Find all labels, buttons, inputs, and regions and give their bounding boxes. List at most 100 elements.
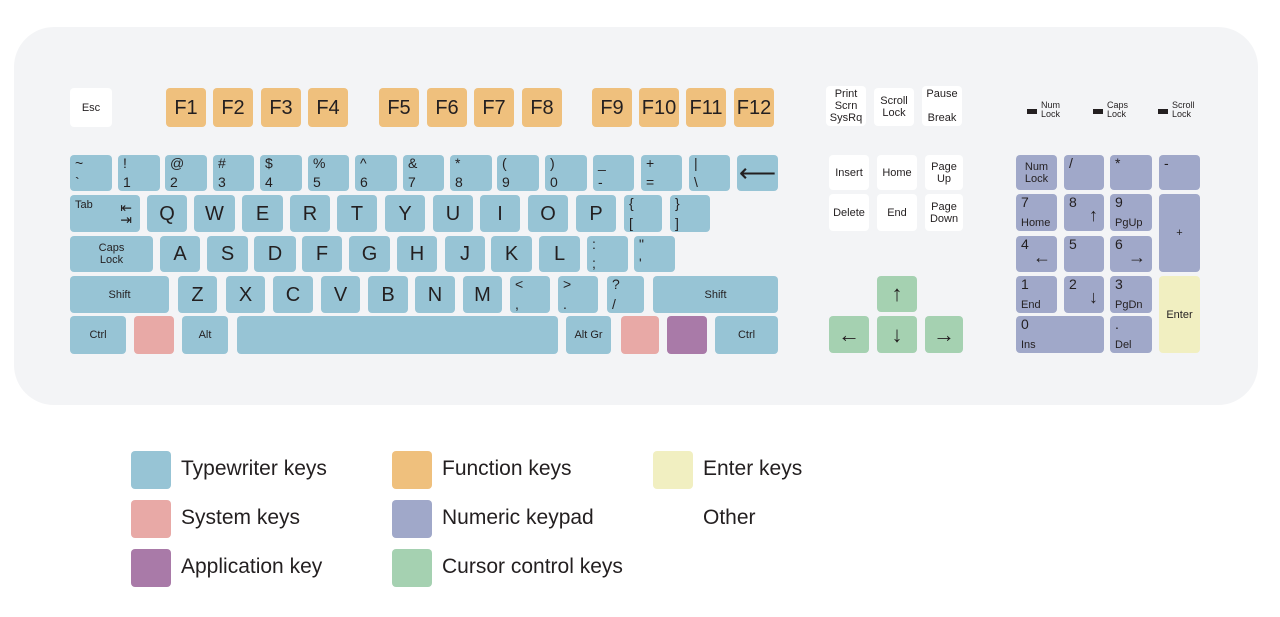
key-h[interactable]: H (397, 236, 437, 272)
key-f10[interactable]: F10 (639, 88, 679, 127)
key-v[interactable]: V (321, 276, 360, 313)
key-space[interactable] (237, 316, 558, 354)
key-up[interactable]: ↑ (877, 276, 917, 312)
key-r[interactable]: R (290, 195, 330, 232)
key-o[interactable]: O (528, 195, 568, 232)
key-lshift[interactable]: Shift (70, 276, 169, 313)
key-f7[interactable]: F7 (474, 88, 514, 127)
key-1[interactable]: !1 (118, 155, 160, 191)
key-f1[interactable]: F1 (166, 88, 206, 127)
key-2[interactable]: @2 (165, 155, 207, 191)
key-f9[interactable]: F9 (592, 88, 632, 127)
key-j[interactable]: J (445, 236, 485, 272)
key-right[interactable]: → (925, 316, 963, 353)
key-rctrl[interactable]: Ctrl (715, 316, 778, 354)
key-f6[interactable]: F6 (427, 88, 467, 127)
key-tab[interactable]: Tab⇤ ⇥ (70, 195, 140, 232)
key-rwin[interactable] (621, 316, 659, 354)
key-f11[interactable]: F11 (686, 88, 726, 127)
key-n5[interactable]: 5 (1064, 236, 1104, 272)
key-nsub[interactable]: - (1159, 155, 1200, 190)
key-f3[interactable]: F3 (261, 88, 301, 127)
key-b[interactable]: B (368, 276, 408, 313)
key-altgr[interactable]: Alt Gr (566, 316, 611, 354)
key-d[interactable]: D (254, 236, 296, 272)
key-t[interactable]: T (337, 195, 377, 232)
key-g[interactable]: G (349, 236, 390, 272)
key-backspace[interactable]: ⟵ (737, 155, 778, 191)
key-pipe[interactable]: |\ (689, 155, 730, 191)
key-nmul[interactable]: * (1110, 155, 1152, 190)
key-s[interactable]: S (207, 236, 248, 272)
key-n6[interactable]: 6→ (1110, 236, 1152, 272)
key-m[interactable]: M (463, 276, 502, 313)
key-quote[interactable]: "' (634, 236, 675, 272)
key-u[interactable]: U (433, 195, 473, 232)
key-f5[interactable]: F5 (379, 88, 419, 127)
key-nadd[interactable]: + (1159, 194, 1200, 272)
key-7[interactable]: &7 (403, 155, 444, 191)
key-6[interactable]: ^6 (355, 155, 397, 191)
key-ndiv[interactable]: / (1064, 155, 1104, 190)
key-lwin[interactable] (134, 316, 174, 354)
key-n8[interactable]: 8↑ (1064, 194, 1104, 231)
key-scroll[interactable]: Scroll Lock (874, 88, 914, 126)
key-e[interactable]: E (242, 195, 283, 232)
key-pause[interactable]: Pause Break (922, 86, 962, 126)
key-esc[interactable]: Esc (70, 88, 112, 127)
key-print[interactable]: Print Scrn SysRq (826, 86, 866, 126)
key-lctrl[interactable]: Ctrl (70, 316, 126, 354)
key-insert[interactable]: Insert (829, 155, 869, 190)
key-end[interactable]: End (877, 194, 917, 231)
key-a[interactable]: A (160, 236, 200, 272)
key-nenter[interactable]: Enter (1159, 276, 1200, 353)
key-rbracket[interactable]: }] (670, 195, 710, 232)
key-5[interactable]: %5 (308, 155, 349, 191)
key-down[interactable]: ↓ (877, 316, 917, 353)
key-pgdn[interactable]: Page Down (925, 194, 963, 231)
key-f4[interactable]: F4 (308, 88, 348, 127)
key-slash[interactable]: ?/ (607, 276, 644, 313)
key-menu[interactable] (667, 316, 707, 354)
key-f8[interactable]: F8 (522, 88, 562, 127)
key-q[interactable]: Q (147, 195, 187, 232)
key-numlock[interactable]: Num Lock (1016, 155, 1057, 190)
key-left[interactable]: ← (829, 316, 869, 353)
key-tilde[interactable]: ~` (70, 155, 112, 191)
key-caps[interactable]: Caps Lock (70, 236, 153, 272)
key-p[interactable]: P (576, 195, 616, 232)
key-ndot[interactable]: .Del (1110, 316, 1152, 353)
key-x[interactable]: X (226, 276, 265, 313)
key-3[interactable]: #3 (213, 155, 254, 191)
key-f12[interactable]: F12 (734, 88, 774, 127)
key-8[interactable]: *8 (450, 155, 492, 191)
key-4[interactable]: $4 (260, 155, 302, 191)
key-lbracket[interactable]: {[ (624, 195, 662, 232)
key-f[interactable]: F (302, 236, 342, 272)
key-equals[interactable]: += (641, 155, 682, 191)
key-n[interactable]: N (415, 276, 455, 313)
key-w[interactable]: W (194, 195, 235, 232)
key-z[interactable]: Z (178, 276, 217, 313)
key-f2[interactable]: F2 (213, 88, 253, 127)
key-minus[interactable]: _- (593, 155, 634, 191)
key-n4[interactable]: 4← (1016, 236, 1057, 272)
key-k[interactable]: K (491, 236, 532, 272)
key-semicolon[interactable]: :; (587, 236, 628, 272)
key-alt[interactable]: Alt (182, 316, 228, 354)
key-period[interactable]: >. (558, 276, 598, 313)
key-pgup[interactable]: Page Up (925, 155, 963, 190)
key-comma[interactable]: <, (510, 276, 550, 313)
key-9[interactable]: (9 (497, 155, 539, 191)
key-delete[interactable]: Delete (829, 194, 869, 231)
key-home[interactable]: Home (877, 155, 917, 190)
key-y[interactable]: Y (385, 195, 425, 232)
key-rshift[interactable]: Shift (653, 276, 778, 313)
key-l[interactable]: L (539, 236, 580, 272)
key-0[interactable]: )0 (545, 155, 587, 191)
